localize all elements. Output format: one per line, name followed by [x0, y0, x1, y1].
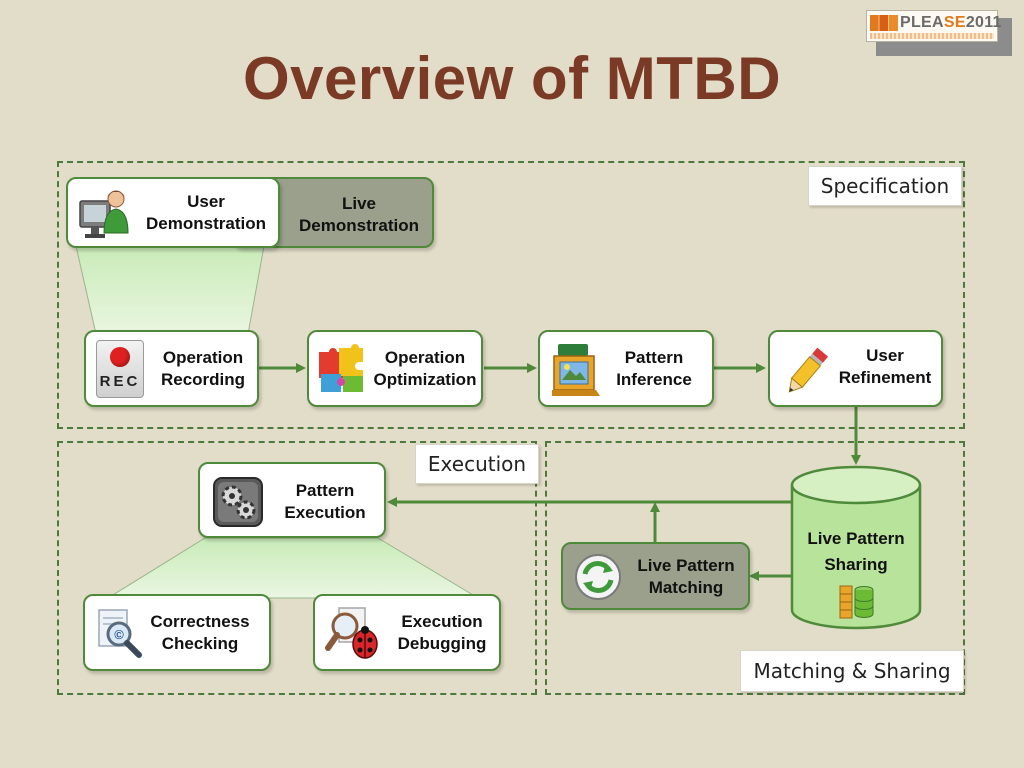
pattern-execution-line2: Execution	[284, 503, 366, 522]
demonstration-funnel	[75, 245, 265, 335]
record-dot	[110, 347, 130, 367]
record-icon: REC	[96, 340, 144, 398]
pattern-inference-box: Pattern Inference	[538, 330, 714, 407]
user-refinement-line2: Refinement	[838, 368, 932, 387]
bug-magnifier-icon	[325, 607, 378, 659]
pencil-icon	[788, 347, 829, 393]
user-demonstration-line1: User	[187, 192, 225, 211]
svg-text:©: ©	[114, 627, 124, 642]
logo-highlight: SE	[943, 14, 966, 31]
live-pattern-sharing-cylinder	[790, 465, 922, 630]
execution-debugging-box: Execution Debugging	[313, 594, 501, 671]
sync-arrows-icon	[575, 554, 621, 600]
user-refinement-line1: User	[866, 346, 904, 365]
correctness-checking-box: © Correctness Checking	[83, 594, 271, 671]
logo-subtitle-strip	[870, 33, 994, 39]
pattern-inference-line2: Inference	[616, 370, 692, 389]
matching-sharing-region	[545, 441, 965, 695]
live-demonstration-line1: Live	[341, 194, 377, 213]
pattern-execution-line1: Pattern	[295, 481, 355, 500]
specification-region	[57, 161, 965, 429]
live-pattern-matching-line1: Live Pattern	[637, 556, 735, 575]
pattern-execution-box: Pattern Execution	[198, 462, 386, 538]
live-demonstration-line2: Demonstration	[299, 216, 419, 235]
operation-recording-line1: Operation	[162, 348, 244, 367]
record-icon-text: REC	[99, 373, 141, 390]
execution-debugging-line1: Execution	[401, 612, 483, 631]
operation-optimization-line1: Operation	[384, 348, 466, 367]
execution-region	[57, 441, 537, 695]
operation-optimization-box: Operation Optimization	[307, 330, 483, 407]
execution-label: Execution	[415, 444, 539, 484]
logo-suffix: 2011	[965, 14, 1002, 31]
puzzle-icon	[319, 344, 363, 392]
conference-logo: PLEASE2011	[866, 10, 1001, 42]
database-icon	[839, 585, 874, 619]
logo-text: PLEASE2011	[900, 14, 1002, 32]
user-refinement-box: User Refinement	[768, 330, 943, 407]
specification-label: Specification	[808, 166, 962, 206]
operation-recording-box: REC Operation Recording	[84, 330, 259, 407]
user-at-computer-icon	[79, 190, 129, 238]
user-demonstration-box: User Demonstration	[66, 177, 280, 248]
logo-prefix: PLEA	[900, 14, 944, 31]
magnifier-document-icon: ©	[98, 609, 142, 658]
execution-funnel	[106, 537, 480, 599]
correctness-checking-line1: Correctness	[150, 612, 250, 631]
live-pattern-sharing-line1: Live Pattern	[807, 529, 905, 548]
execution-debugging-line2: Debugging	[397, 634, 487, 653]
live-pattern-matching-line2: Matching	[648, 578, 724, 597]
user-demonstration-line2: Demonstration	[146, 214, 266, 233]
pattern-inference-line1: Pattern	[624, 348, 684, 367]
live-pattern-sharing-text: Live Pattern Sharing	[794, 528, 918, 576]
live-pattern-matching-box: Live Pattern Matching	[561, 542, 750, 610]
logo-mark-icon	[870, 15, 898, 31]
page-title: Overview of MTBD	[242, 45, 782, 112]
matching-sharing-label: Matching & Sharing	[740, 650, 964, 692]
pattern-folder-icon	[552, 344, 600, 396]
gears-icon	[213, 477, 263, 527]
live-pattern-sharing-line2: Sharing	[824, 555, 888, 574]
correctness-checking-line2: Checking	[161, 634, 239, 653]
operation-optimization-line2: Optimization	[373, 370, 477, 389]
operation-recording-line2: Recording	[160, 370, 246, 389]
